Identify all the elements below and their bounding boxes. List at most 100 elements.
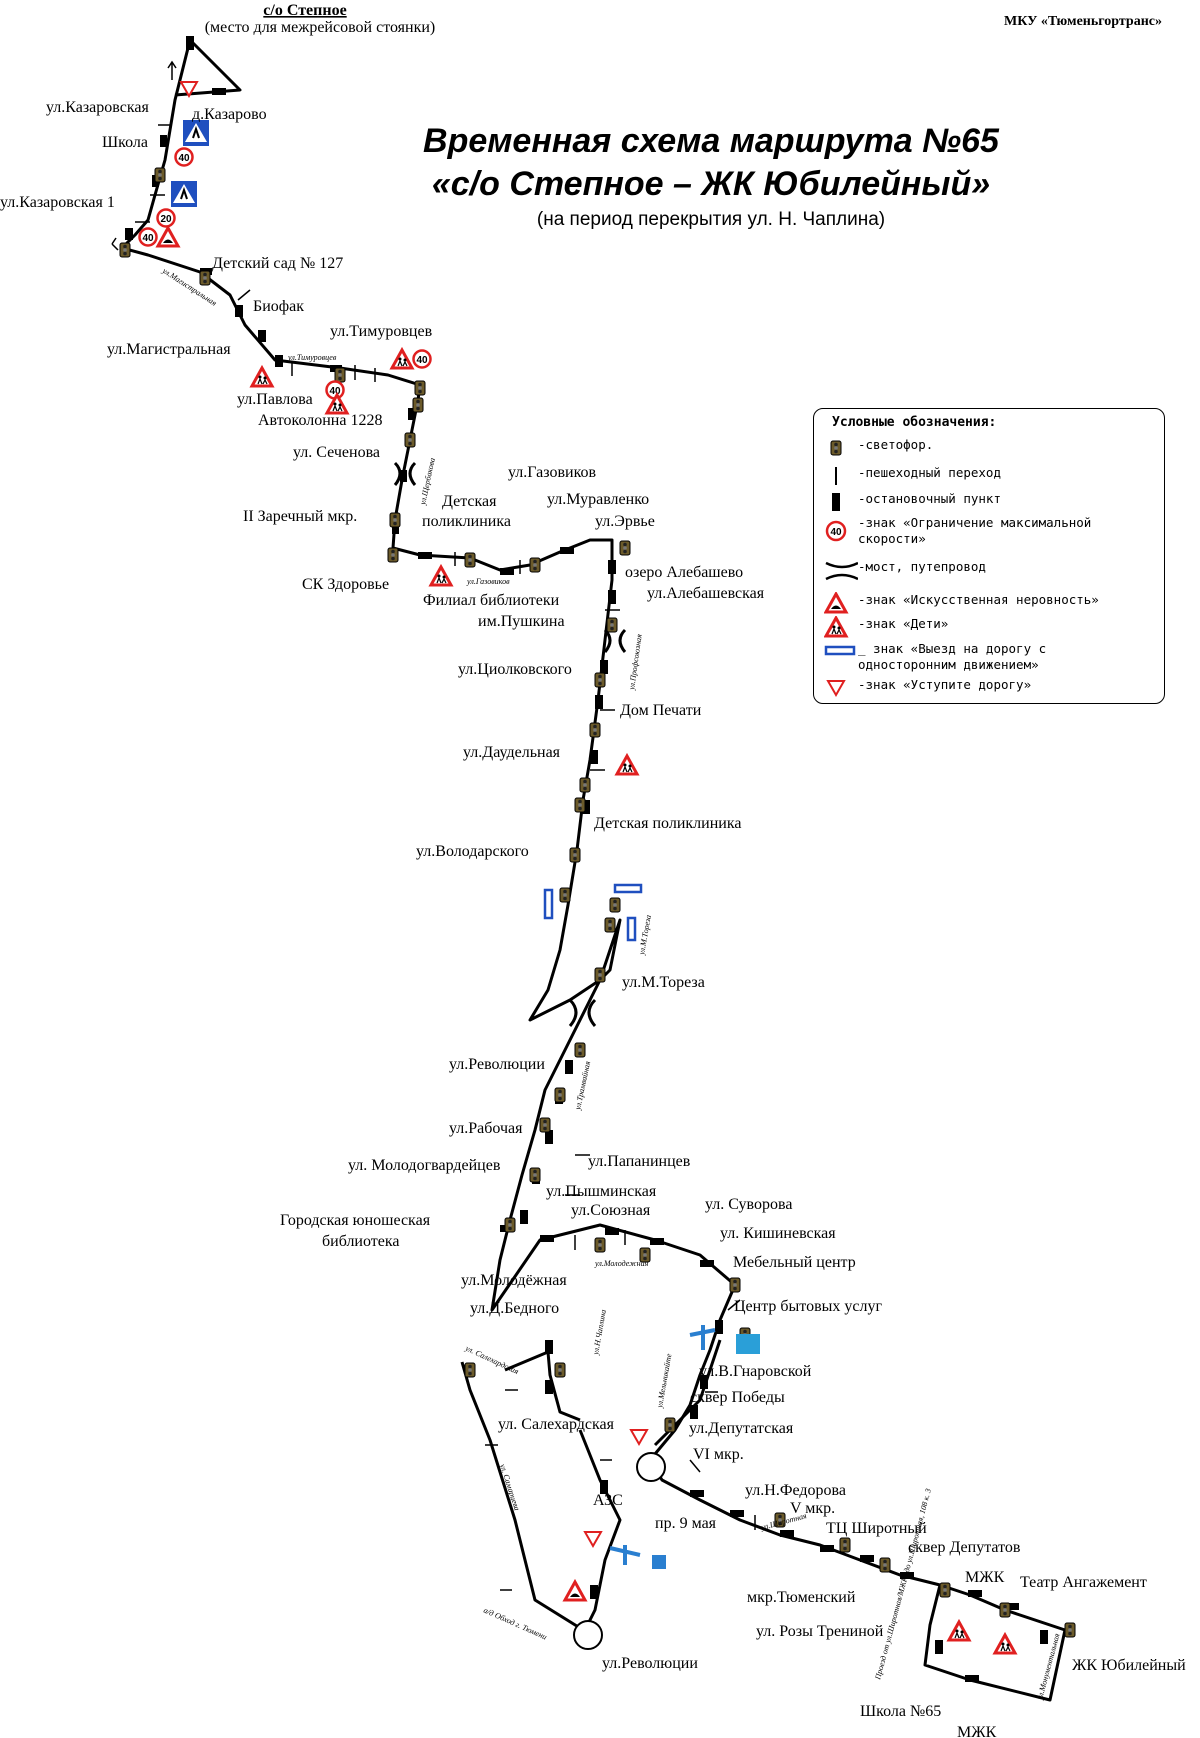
svg-text:V мкр.: V мкр. (790, 1500, 835, 1517)
speed-bump-sign-icon (824, 592, 848, 614)
svg-text:ул.Трамвайная: ул.Трамвайная (573, 1060, 592, 1111)
svg-text:ул.Революции: ул.Революции (449, 1056, 545, 1073)
bus-stop-icon (832, 493, 840, 511)
svg-text:ул.Володарского: ул.Володарского (416, 843, 529, 860)
svg-text:ЖК Юбилейный: ЖК Юбилейный (1072, 1657, 1186, 1674)
svg-text:сквер Победы: сквер Победы (690, 1389, 785, 1406)
svg-text:ул.Д.Бедного: ул.Д.Бедного (470, 1300, 559, 1317)
exit-signs-blue (609, 1325, 760, 1569)
legend-title: Условные обозначения: (832, 415, 997, 430)
svg-text:пр. 9 мая: пр. 9 мая (655, 1515, 717, 1532)
svg-text:ул.Тимуровцев: ул.Тимуровцев (330, 323, 433, 340)
svg-text:ул.Н.Федорова: ул.Н.Федорова (745, 1482, 846, 1499)
svg-text:ул.Союзная: ул.Союзная (571, 1202, 651, 1219)
svg-text:МЖК: МЖК (957, 1724, 997, 1738)
svg-text:д.Казарово: д.Казарово (192, 106, 267, 123)
svg-text:ул.Депутатская: ул.Депутатская (689, 1420, 794, 1437)
svg-text:II Заречный мкр.: II Заречный мкр. (243, 508, 357, 525)
svg-text:сквер Депутатов: сквер Депутатов (908, 1539, 1021, 1556)
svg-text:Детская: Детская (442, 493, 497, 510)
svg-text:Мебельный центр: Мебельный центр (733, 1254, 856, 1271)
terminal-note: (место для межрейсовой стоянки) (205, 19, 436, 36)
svg-text:библиотека: библиотека (322, 1233, 400, 1250)
svg-text:ТЦ Широтный: ТЦ Широтный (826, 1520, 927, 1537)
agency-name: МКУ «Тюменьгортранс» (1004, 14, 1162, 29)
map-title-line1: Временная схема маршрута №65 (423, 122, 1000, 160)
legend-item-traffic-light: -светофор. (824, 437, 1158, 459)
svg-text:40: 40 (142, 233, 154, 244)
route-line (120, 38, 1067, 1702)
svg-text:ул.Молодёжная: ул.Молодёжная (461, 1272, 567, 1289)
svg-text:ул.Рабочая: ул.Рабочая (449, 1120, 523, 1137)
pedestrian-sign-icon (182, 119, 210, 147)
svg-text:ул.Казаровская 1: ул.Казаровская 1 (0, 194, 115, 211)
svg-text:ул.В.Гнаровской: ул.В.Гнаровской (699, 1363, 812, 1380)
svg-text:ул.Даудельная: ул.Даудельная (463, 744, 561, 761)
legend-item-crosswalk: -пешеходный переход (824, 465, 1158, 487)
svg-text:ул.Казаровская: ул.Казаровская (46, 99, 149, 116)
bridges (393, 461, 627, 1027)
svg-text:ул. Кишиневская: ул. Кишиневская (720, 1225, 836, 1242)
svg-text:ул. Салехардская: ул. Салехардская (498, 1416, 615, 1433)
yield-sign-icon (827, 680, 845, 696)
legend-item-bridge: -мост, путепровод (824, 559, 1158, 581)
svg-text:мкр.Тюменский: мкр.Тюменский (747, 1589, 856, 1606)
pedestrian-sign-icon (170, 180, 198, 208)
svg-text:ул.Профсоюзная: ул.Профсоюзная (627, 633, 644, 691)
svg-text:ул. Розы Трениной: ул. Розы Трениной (756, 1623, 884, 1640)
svg-text:ул.Революции: ул.Революции (602, 1655, 698, 1672)
svg-text:Автоколонна 1228: Автоколонна 1228 (258, 412, 382, 429)
svg-text:Театр Ангажемент: Театр Ангажемент (1020, 1574, 1147, 1591)
svg-text:Школа №65: Школа №65 (860, 1703, 941, 1720)
speed-limit-signs: 40 20 40 40 40 (138, 147, 432, 400)
legend: Условные обозначения: -светофор. -пешехо… (813, 408, 1165, 704)
svg-text:озеро Алебашево: озеро Алебашево (625, 564, 743, 581)
svg-text:Городская юношеская: Городская юношеская (280, 1212, 431, 1229)
legend-item-children: -знак «Дети» (824, 616, 1158, 638)
svg-text:ул.Алебашевская: ул.Алебашевская (647, 585, 765, 602)
legend-item-speed-bump: -знак «Искусственная неровность» (824, 592, 1158, 614)
svg-text:Биофак: Биофак (253, 298, 304, 315)
roundabout (573, 1620, 603, 1650)
svg-text:ул.М.Тореза: ул.М.Тореза (637, 914, 653, 956)
direction-arrows (111, 60, 177, 251)
svg-text:Детский сад № 127: Детский сад № 127 (212, 255, 343, 272)
svg-text:ул.Муравленко: ул.Муравленко (547, 491, 649, 508)
svg-text:ул.Газовиков: ул.Газовиков (466, 577, 510, 586)
svg-text:ул.Тимуровцев: ул.Тимуровцев (287, 353, 337, 362)
svg-text:VI мкр.: VI мкр. (693, 1446, 744, 1463)
svg-text:МЖК: МЖК (965, 1569, 1005, 1586)
svg-text:ул.М.Тореза: ул.М.Тореза (622, 974, 705, 991)
terminal-name: с/о Степное (263, 2, 346, 19)
svg-text:а/д Обход г. Тюмени: а/д Обход г. Тюмени (482, 1606, 548, 1642)
roundabout (636, 1452, 666, 1482)
svg-text:Школа: Школа (102, 134, 148, 151)
one-way-exit-sign-icon (824, 645, 856, 656)
svg-text:СК Здоровье: СК Здоровье (302, 576, 389, 593)
svg-text:ул. Молодогвардейцев: ул. Молодогвардейцев (348, 1157, 501, 1174)
svg-text:40: 40 (416, 355, 428, 366)
svg-text:40: 40 (329, 386, 341, 397)
svg-text:ул.Циолковского: ул.Циолковского (458, 661, 572, 678)
svg-text:Проезд от ул.Широтная/МЖК) до: Проезд от ул.Широтная/МЖК) до ул.Широтна… (873, 1488, 933, 1682)
svg-text:ул.Магистральная: ул.Магистральная (107, 341, 231, 358)
svg-text:ул.Папанинцев: ул.Папанинцев (588, 1153, 691, 1170)
svg-text:АЗС: АЗС (593, 1492, 623, 1509)
svg-text:Центр бытовых услуг: Центр бытовых услуг (734, 1298, 882, 1315)
svg-text:ул.Эрвье: ул.Эрвье (595, 513, 655, 530)
crosswalk-icon (835, 467, 837, 485)
svg-text:ул. Суворова: ул. Суворова (705, 1196, 792, 1213)
svg-text:20: 20 (160, 214, 172, 225)
one-way-exit-signs (543, 883, 643, 942)
svg-text:им.Пушкина: им.Пушкина (478, 613, 565, 630)
svg-text:ул.Щербакова: ул.Щербакова (418, 457, 437, 506)
speed-limit-icon: 40 (825, 520, 847, 542)
svg-text:ул.Павлова: ул.Павлова (237, 391, 313, 408)
svg-text:ул.Пышминская: ул.Пышминская (546, 1183, 657, 1200)
svg-text:поликлиника: поликлиника (422, 513, 511, 530)
svg-text:ул.Молодежная: ул.Молодежная (594, 1259, 649, 1268)
svg-text:Дом Печати: Дом Печати (620, 702, 702, 719)
legend-item-yield: -знак «Уступите дорогу» (824, 677, 1158, 699)
svg-text:ул.Мельникайте: ул.Мельникайте (655, 1352, 674, 1409)
